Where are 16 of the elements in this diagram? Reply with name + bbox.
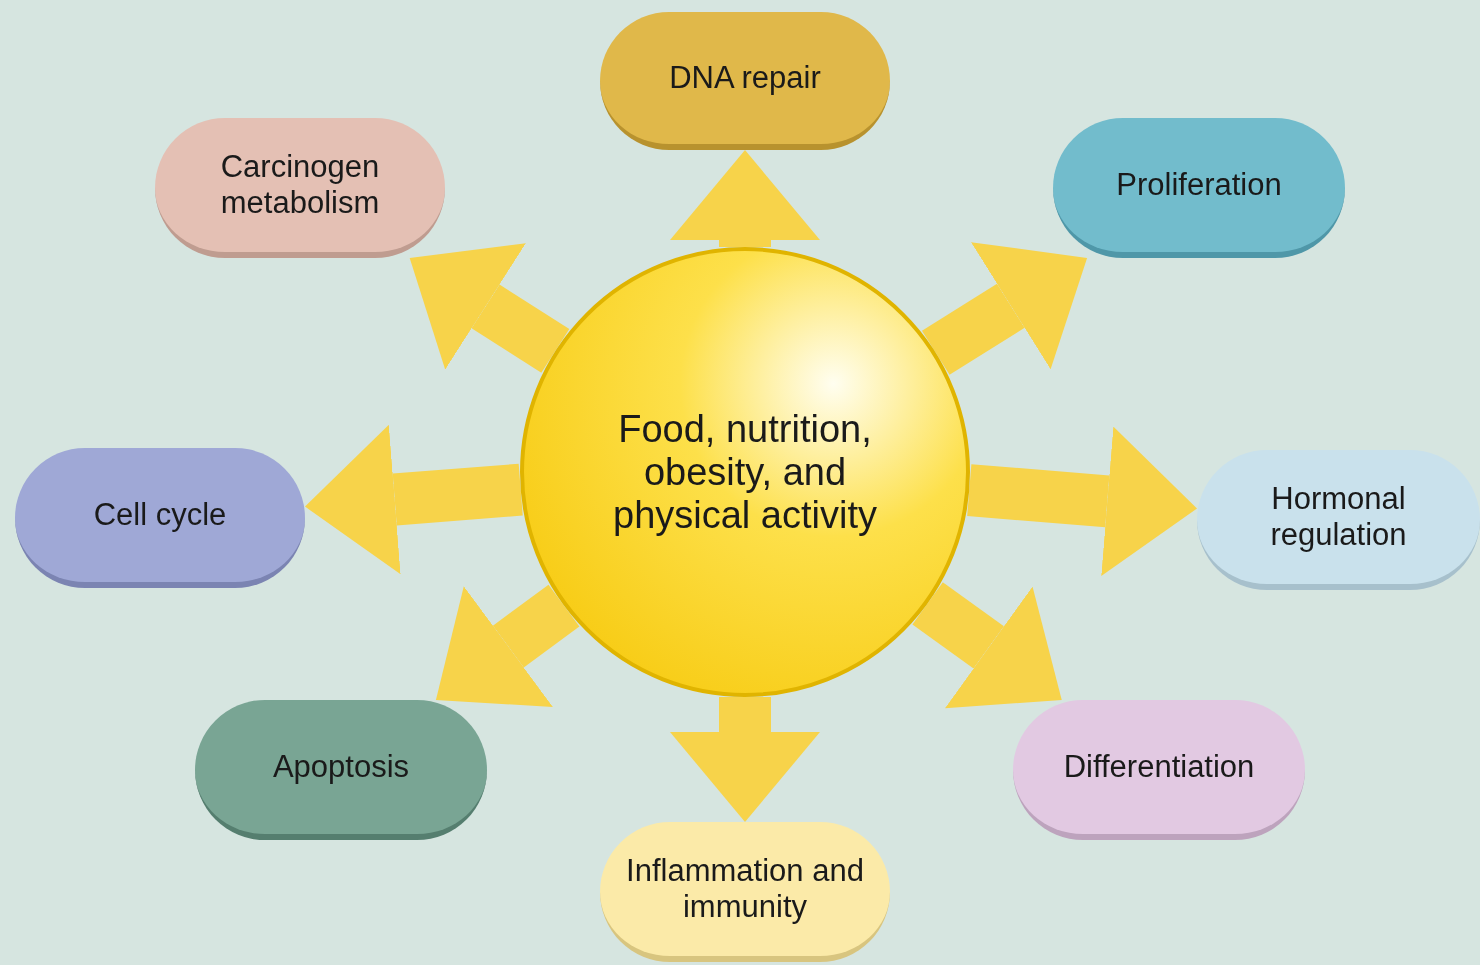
outcome-label: Cell cycle [93, 497, 227, 533]
outcome-label: Apoptosis [272, 749, 410, 785]
arrow [409, 243, 570, 373]
outcome-pill [1197, 450, 1480, 590]
arrow [670, 150, 820, 247]
outcome-label: Inflammation and immunity [625, 853, 865, 925]
outcome-label: Proliferation [1116, 167, 1282, 203]
arrow [435, 584, 580, 707]
outcome-label: Hormonal regulation [1269, 481, 1408, 553]
outcome-label: DNA repair [669, 60, 821, 96]
arrow [922, 242, 1088, 375]
outcome-label: Carcinogen metabolism [219, 149, 381, 221]
center-label: Food, nutrition, obesity, and physical activity [612, 407, 878, 537]
outcome-label: Differentiation [1063, 749, 1255, 785]
arrow [912, 582, 1062, 709]
arrow [670, 697, 820, 822]
